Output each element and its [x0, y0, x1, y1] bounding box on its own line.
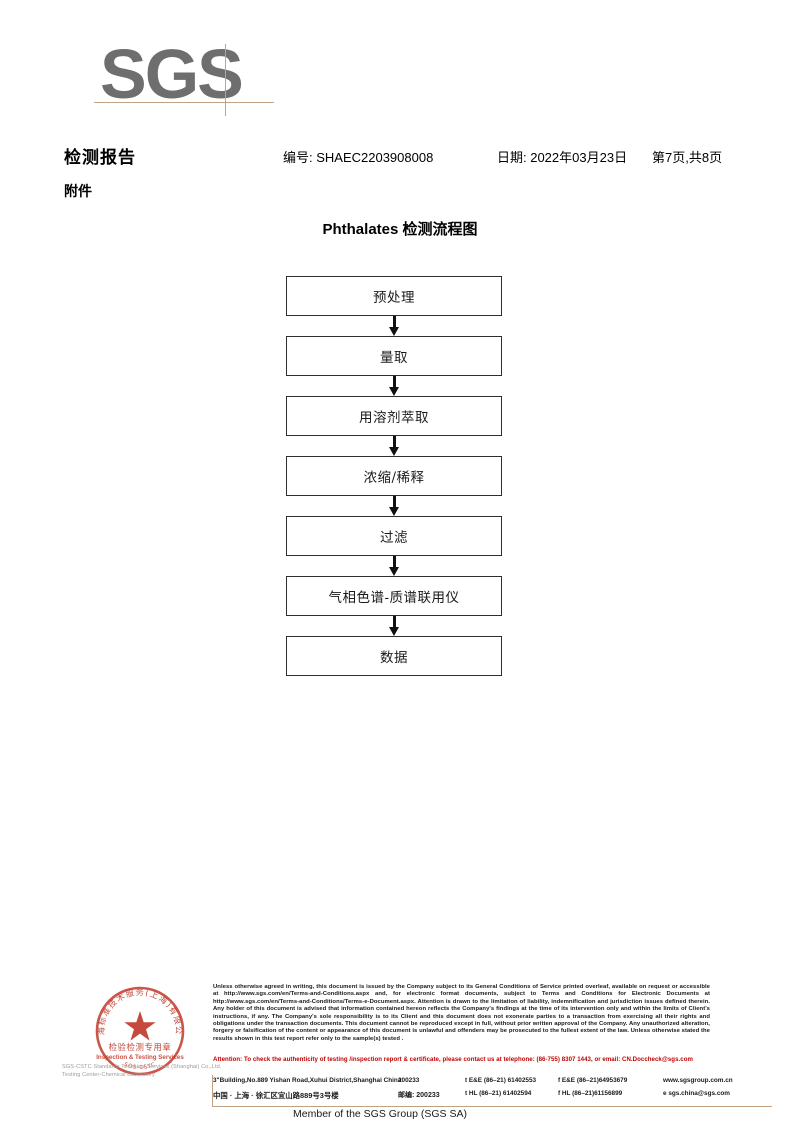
svg-text:检验检测专用章: 检验检测专用章	[109, 1042, 172, 1052]
seal-caption: SGS-CSTC Standards Technical Services (S…	[62, 1064, 222, 1078]
flow-node-label: 用溶剂萃取	[359, 410, 429, 426]
telephone-ee: t E&E (86–21) 61402553	[465, 1077, 537, 1084]
flow-arrow-down-icon	[286, 616, 502, 636]
flow-arrow-down-icon	[286, 376, 502, 396]
page-title: 检测报告	[64, 148, 136, 167]
flow-node-label: 量取	[380, 350, 408, 366]
address-row-chinese: 中国 · 上海 · 徐汇区宜山路889号3号楼 邮编: 200233 t HL …	[213, 1090, 773, 1102]
flow-arrow-down-icon	[286, 316, 502, 336]
flow-node-label: 气相色谱-质谱联用仪	[328, 590, 460, 606]
website-link[interactable]: www.sgsgroup.com.cn	[663, 1077, 733, 1084]
report-date: 日期: 2022年03月23日	[497, 150, 628, 165]
address-row-english: 3"Building,No.889 Yishan Road,Xuhui Dist…	[213, 1077, 773, 1089]
sgs-logo: SGS	[94, 35, 274, 118]
svg-text:Inspection & Testing Services: Inspection & Testing Services	[96, 1054, 184, 1061]
svg-text:上海标准技术服务(上海)有限公司: 上海标准技术服务(上海)有限公司	[70, 983, 184, 1035]
fax-hl: f HL (86–21)61156899	[558, 1090, 623, 1097]
official-seal-stamp: 上海标准技术服务(上海)有限公司 SGS-CSTC 检验检测专用章 Inspec…	[62, 983, 221, 1095]
footer: 上海标准技术服务(上海)有限公司 SGS-CSTC 检验检测专用章 Inspec…	[0, 975, 800, 1131]
flowchart: 预处理 量取 用溶剂萃取 浓缩/稀释 过滤 气相色谱-质谱联用仪 数据	[286, 276, 504, 676]
flow-node-label: 预处理	[373, 290, 415, 306]
logo-horizontal-rule	[94, 102, 274, 103]
legal-terms-text: Unless otherwise agreed in writing, this…	[213, 984, 710, 1042]
flow-node-label: 浓缩/稀释	[363, 470, 425, 486]
logo-vertical-rule	[225, 44, 226, 116]
zip-english: 200233	[398, 1077, 420, 1084]
attention-notice-text: Attention: To check the authenticity of …	[213, 1056, 693, 1063]
page-indicator: 第7页,共8页	[652, 150, 723, 165]
svg-text:SGS-CSTC: SGS-CSTC	[123, 1062, 157, 1071]
email-link[interactable]: e sgs.china@sgs.com	[663, 1090, 730, 1097]
flow-node: 用溶剂萃取	[286, 396, 502, 436]
fax-ee: f E&E (86–21)64953679	[558, 1077, 628, 1084]
flowchart-title: Phthalates 检测流程图	[322, 221, 478, 238]
report-number: 编号: SHAEC2203908008	[283, 150, 434, 165]
flow-node: 量取	[286, 336, 502, 376]
flow-node: 气相色谱-质谱联用仪	[286, 576, 502, 616]
page-subtitle: 附件	[64, 183, 92, 199]
telephone-hl: t HL (86–21) 61402594	[465, 1090, 532, 1097]
flow-node-label: 过滤	[380, 530, 408, 546]
flow-node: 浓缩/稀释	[286, 456, 502, 496]
flow-arrow-down-icon	[286, 496, 502, 516]
member-of-sgs-group: Member of the SGS Group (SGS SA)	[293, 1108, 467, 1120]
sgs-wordmark: SGS	[100, 35, 244, 113]
zip-chinese: 邮编: 200233	[398, 1092, 440, 1099]
footer-vertical-divider	[212, 1075, 213, 1107]
footer-horizontal-divider	[212, 1106, 772, 1107]
flow-node: 预处理	[286, 276, 502, 316]
address-english: 3"Building,No.889 Yishan Road,Xuhui Dist…	[213, 1077, 402, 1084]
flow-node: 过滤	[286, 516, 502, 556]
flow-arrow-down-icon	[286, 436, 502, 456]
flow-arrow-down-icon	[286, 556, 502, 576]
flow-node: 数据	[286, 636, 502, 676]
address-chinese: 中国 · 上海 · 徐汇区宜山路889号3号楼	[213, 1091, 339, 1100]
flow-node-label: 数据	[380, 650, 408, 666]
